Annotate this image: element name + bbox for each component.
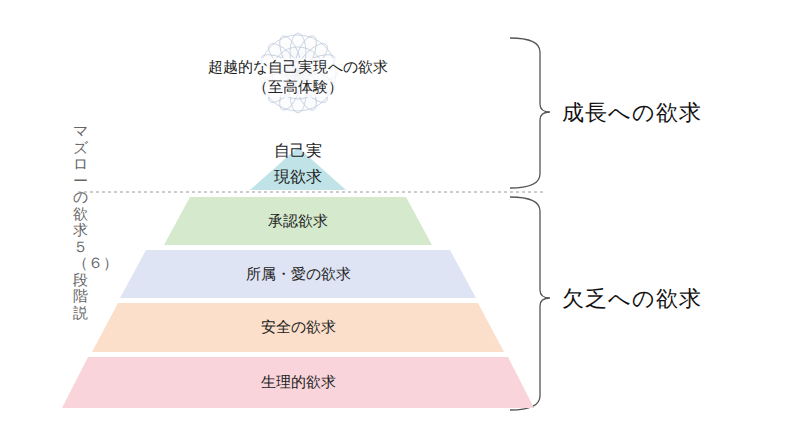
level-label: 所属・愛の欲求 <box>120 265 476 284</box>
vertical-title: マズローの欲求５（６）段階説 <box>73 123 88 321</box>
level-label: 自己実 現欲求 <box>270 138 326 189</box>
group-label: 欠乏への欲求 <box>562 284 702 314</box>
group-label: 成長への欲求 <box>562 98 702 128</box>
level-label: 生理的欲求 <box>62 373 534 392</box>
band-fill <box>62 357 534 408</box>
pyramid-band: 安全の欲求 <box>92 303 504 352</box>
band-fill <box>164 197 432 245</box>
pyramid-band: 所属・愛の欲求 <box>120 250 476 298</box>
pyramid-band: 承認欲求 <box>164 197 432 245</box>
divider-line <box>78 192 545 193</box>
transcendence-label: 超越的な自己実現への欲求 （至高体験） <box>198 58 398 97</box>
pyramid-band: 生理的欲求 <box>62 357 534 408</box>
growth-bracket <box>510 38 550 188</box>
pyramid-apex: 自己実 現欲求 <box>250 138 346 190</box>
band-fill <box>120 250 476 298</box>
level-label: 承認欲求 <box>164 212 432 231</box>
level-label: 安全の欲求 <box>92 318 504 337</box>
band-fill <box>92 303 504 352</box>
